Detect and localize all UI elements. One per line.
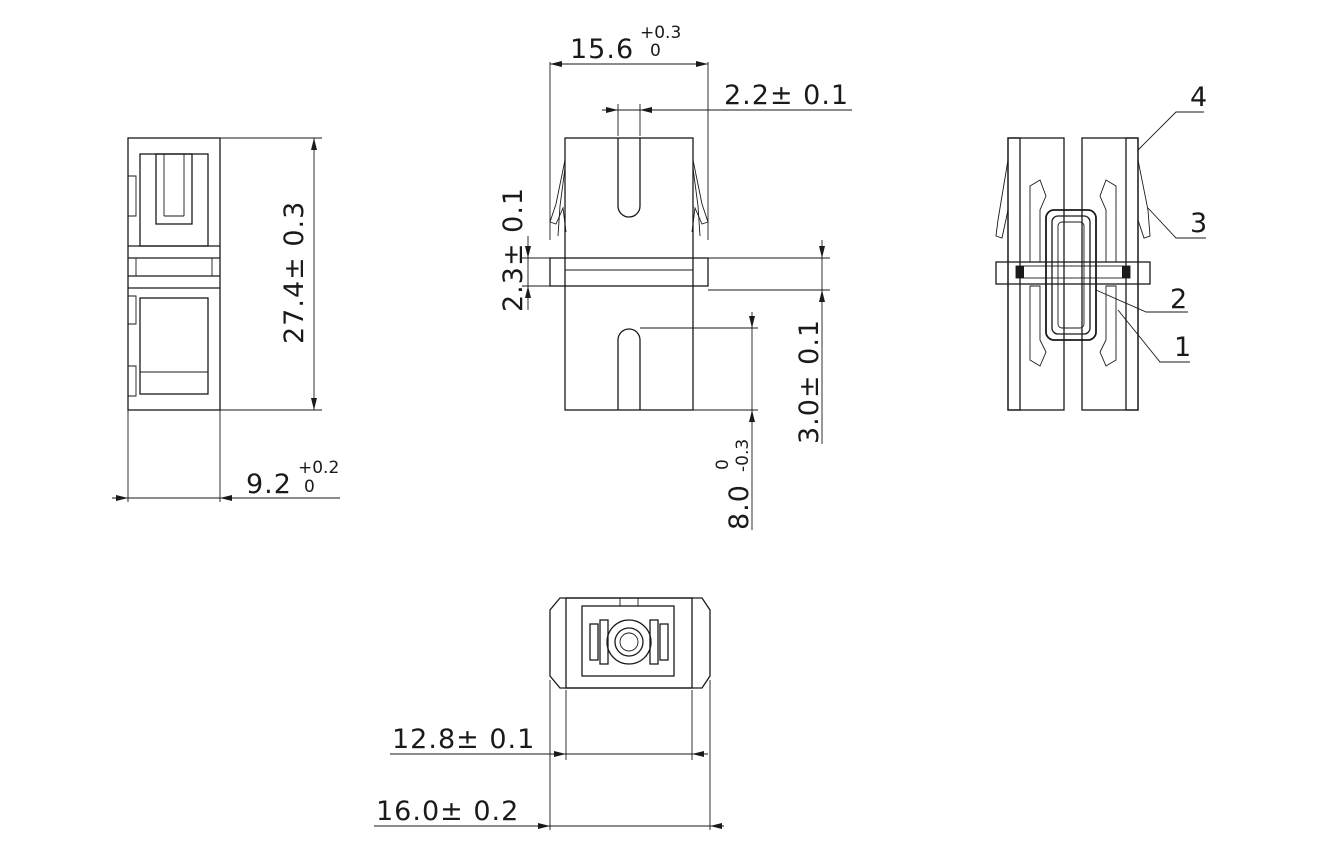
slot-depth-tol-upper: 0 xyxy=(713,459,733,470)
top-width-dimension: 15.6 xyxy=(570,34,634,65)
side-width-tol-lower: 0 xyxy=(304,477,315,497)
slot-width-dimension: 2.2± 0.1 xyxy=(724,80,849,111)
callout-4: 4 xyxy=(1190,82,1207,113)
flange-height-dimension: 2.3± 0.1 xyxy=(498,187,529,312)
side-width-dimension: 9.2 xyxy=(246,469,292,500)
callout-3: 3 xyxy=(1190,208,1207,239)
callout-2: 2 xyxy=(1170,284,1187,315)
end-view xyxy=(374,597,724,830)
front-view xyxy=(522,61,852,530)
side-view xyxy=(112,137,340,502)
slot-depth-dimension: 8.0 xyxy=(724,484,755,530)
section-view xyxy=(995,111,1206,411)
top-width-tol-lower: 0 xyxy=(650,41,661,61)
flange-offset-dimension: 3.0± 0.1 xyxy=(794,319,825,444)
callout-1: 1 xyxy=(1174,332,1191,363)
inner-width-dimension: 12.8± 0.1 xyxy=(392,724,535,755)
outer-width-dimension: 16.0± 0.2 xyxy=(376,796,519,827)
top-width-tol-upper: +0.3 xyxy=(640,23,681,43)
slot-depth-tol-lower: -0.3 xyxy=(733,439,753,472)
overall-height-dimension: 27.4± 0.3 xyxy=(279,201,310,344)
side-width-tol-upper: +0.2 xyxy=(298,458,339,478)
